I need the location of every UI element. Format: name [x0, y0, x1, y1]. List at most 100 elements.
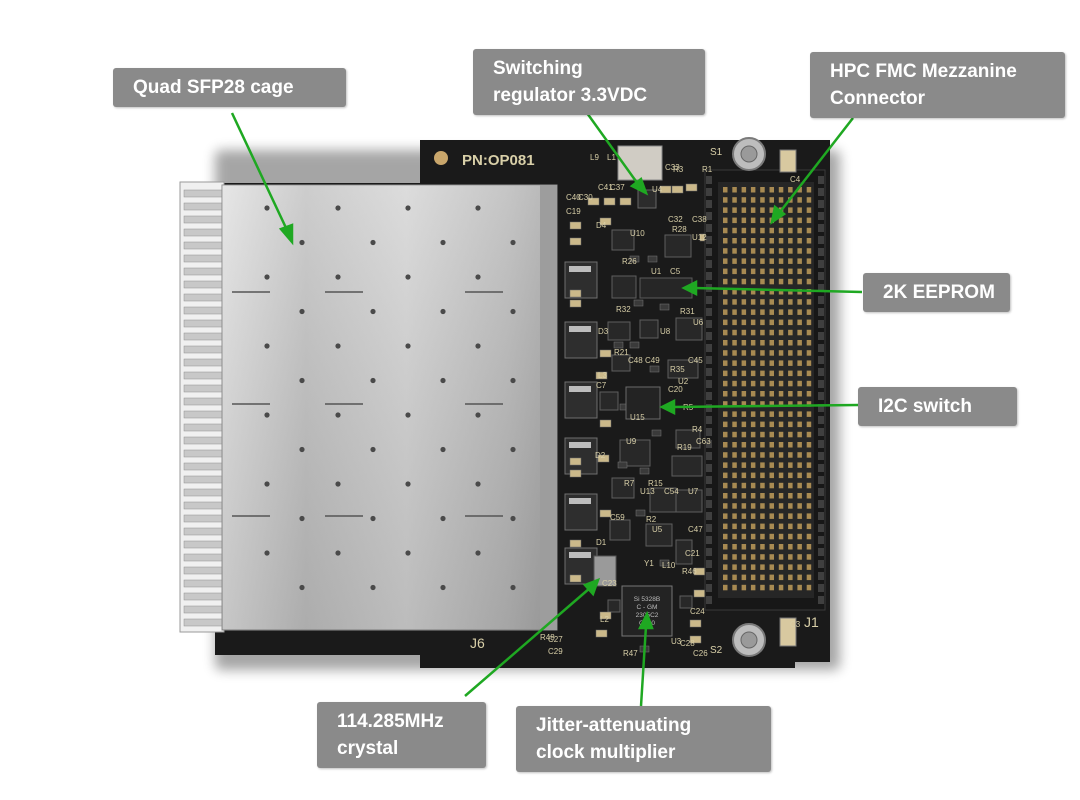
silkscreen-c21: C21: [685, 549, 700, 558]
silkscreen-u1: U1: [651, 267, 662, 276]
fmc-pin: [741, 554, 747, 560]
sfp-comb-tooth: [183, 293, 225, 302]
smd-resistor: [613, 341, 624, 349]
fmc-edge-notch: [818, 392, 824, 400]
silkscreen-y1: Y1: [644, 559, 654, 568]
fmc-pin: [760, 513, 765, 519]
fmc-pin: [788, 431, 793, 438]
vent-hole: [264, 274, 270, 280]
fmc-pin: [769, 258, 774, 264]
fmc-pin: [760, 564, 765, 570]
vent-hole: [370, 584, 376, 591]
fmc-pin: [788, 584, 793, 591]
silkscreen-r15: R15: [648, 479, 663, 488]
smd-resistor: [659, 559, 670, 567]
inductor-marking: [569, 326, 591, 332]
callout-fmc: HPC FMC Mezzanine Connector: [810, 52, 1065, 118]
silkscreen-u15: U15: [630, 413, 645, 422]
fmc-pin: [723, 574, 728, 581]
fmc-pin: [760, 268, 765, 275]
ic-package-2: [664, 234, 692, 258]
fmc-pin: [741, 207, 747, 213]
fmc-pin: [797, 248, 802, 254]
fmc-pin: [732, 227, 737, 234]
fmc-pin: [778, 533, 784, 540]
regulator-inductor: [617, 145, 663, 181]
fmc-pin: [778, 258, 784, 264]
fmc-pin: [769, 442, 774, 448]
vent-hole: [405, 550, 411, 556]
fmc-pin: [732, 319, 737, 326]
fmc-pin: [788, 329, 793, 336]
fmc-pin: [788, 421, 793, 428]
fmc-pin: [806, 442, 812, 448]
fmc-pin: [760, 523, 765, 530]
fmc-pin: [769, 462, 774, 468]
smd-capacitor: [599, 509, 612, 518]
fmc-pin: [750, 370, 756, 377]
vent-hole: [405, 481, 411, 487]
smd-components: [569, 183, 712, 653]
smd-capacitor: [599, 349, 612, 358]
fmc-edge-notch: [706, 320, 712, 328]
fmc-pin: [806, 544, 812, 550]
fmc-pin: [806, 197, 812, 203]
fmc-edge-notch: [818, 308, 824, 316]
sfp-cage-sheen: [222, 185, 557, 630]
fmc-pin: [750, 462, 756, 468]
fmc-edge-notch: [706, 236, 712, 244]
fmc-pin: [723, 268, 728, 275]
fmc-pin: [788, 268, 793, 275]
vent-hole: [510, 515, 516, 522]
callout-sfp-cage: Quad SFP28 cage: [113, 68, 346, 107]
vent-hole: [370, 515, 376, 522]
fmc-pin: [797, 268, 802, 275]
fmc-pin: [732, 217, 737, 224]
smd-capacitor: [659, 185, 672, 194]
fmc-pin: [741, 442, 747, 448]
clock-ic-marking-line: Si 5328B: [634, 596, 660, 603]
fmc-edge-notch: [818, 236, 824, 244]
fmc-pin: [797, 370, 802, 377]
sfp-comb-tooth: [183, 423, 225, 432]
fmc-pin: [788, 462, 793, 468]
fmc-edge-notch: [706, 368, 712, 376]
fmc-pin: [769, 411, 774, 417]
ic-package-8: [667, 359, 699, 379]
fmc-pin: [769, 493, 774, 499]
fmc-pin: [797, 544, 802, 550]
fmc-pin: [732, 187, 737, 193]
silkscreen-r21: R21: [614, 348, 629, 357]
fmc-edge-notch: [706, 308, 712, 316]
sfp-comb-tooth: [183, 267, 225, 276]
silkscreen-c4: C4: [790, 175, 801, 184]
fmc-pin: [732, 197, 737, 203]
fmc-edge-notch: [818, 260, 824, 268]
silkscreen-u3: U3: [671, 637, 682, 646]
fmc-pin: [723, 442, 728, 448]
fmc-pin: [806, 493, 812, 499]
fmc-pin: [723, 452, 728, 458]
fmc-pin: [797, 493, 802, 499]
fmc-edge-notch: [818, 440, 824, 448]
silkscreen-r1: R1: [702, 165, 713, 174]
smd-resistor: [635, 509, 646, 517]
fmc-pin: [778, 401, 784, 407]
fmc-pin: [769, 370, 774, 377]
fmc-pin: [778, 544, 784, 550]
fmc-edge-notch: [818, 356, 824, 364]
fmc-edge-notch: [818, 296, 824, 304]
leader-crystal: [464, 587, 591, 697]
fmc-pin: [769, 360, 774, 366]
fmc-pin: [750, 238, 756, 244]
fmc-edge-notch: [706, 476, 712, 484]
fmc-pin: [788, 554, 793, 560]
fmc-pin: [806, 554, 812, 560]
fmc-pin: [788, 401, 793, 407]
fmc-pin: [769, 248, 774, 254]
fmc-pin: [723, 554, 728, 560]
fmc-edge-notch: [706, 224, 712, 232]
fmc-pin: [741, 533, 747, 540]
leader-crystal-arrow: [582, 577, 601, 597]
fmc-pin: [778, 197, 784, 203]
